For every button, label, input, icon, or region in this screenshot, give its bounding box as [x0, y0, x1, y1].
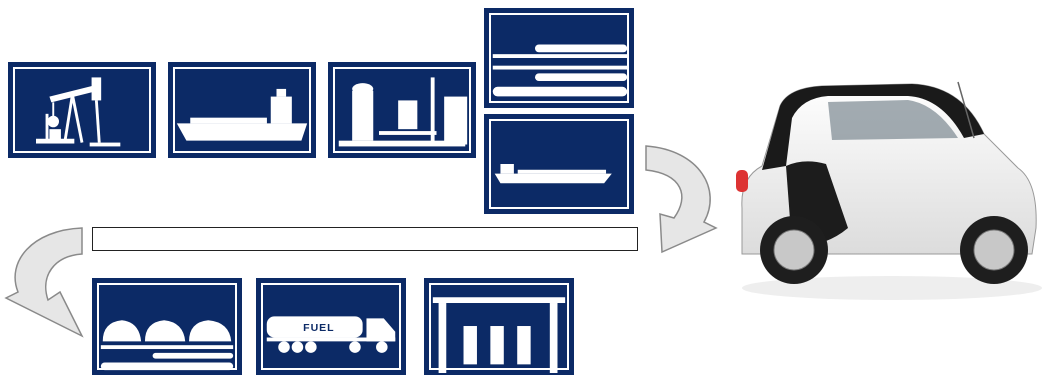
pipeline-icon	[492, 44, 628, 97]
refinery-icon	[338, 77, 468, 147]
stage-oil-extraction	[8, 62, 156, 158]
fuel-truck-icon: FUEL	[266, 316, 396, 353]
stage-pipeline	[484, 8, 634, 108]
tanker-ship-icon	[176, 88, 308, 141]
stage-fuel-station	[424, 278, 574, 375]
storage-tanks-icon	[100, 320, 234, 371]
curved-arrow-left	[4, 227, 84, 338]
stage-barge	[484, 114, 634, 214]
barge-icon	[494, 164, 612, 184]
car-icon	[736, 81, 1042, 300]
oil-pump-icon	[36, 77, 121, 147]
stage-refinery	[328, 62, 476, 158]
fuel-label: FUEL	[303, 322, 334, 334]
curved-arrow-right	[645, 145, 718, 254]
fuel-station-icon	[432, 297, 566, 373]
stage-tanker-transport	[168, 62, 316, 158]
connector-bar	[92, 227, 638, 251]
stage-fuel-truck: FUEL	[256, 278, 406, 375]
stage-storage-tanks	[92, 278, 242, 375]
